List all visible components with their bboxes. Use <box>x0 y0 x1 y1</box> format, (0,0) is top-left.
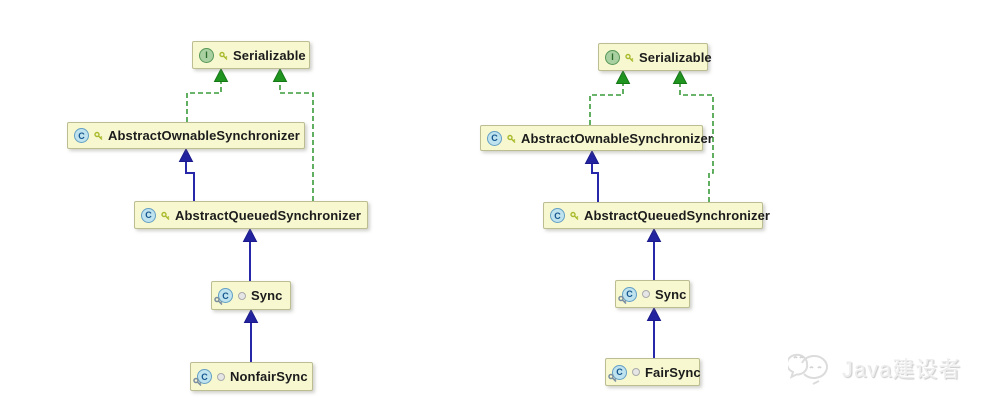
public-modifier-icon <box>94 131 103 140</box>
node-label: Serializable <box>233 47 306 63</box>
watermark-text: Java建设者 <box>842 357 962 382</box>
extends-arrowhead-icon <box>242 227 258 242</box>
class-node-abstract-ownable-synchronizer-left[interactable]: C AbstractOwnableSynchronizer <box>67 122 305 149</box>
interface-node-serializable-left[interactable]: I Serializable <box>192 41 310 69</box>
node-label: FairSync <box>645 364 701 380</box>
class-icon: C <box>74 128 89 143</box>
public-modifier-icon <box>625 53 634 62</box>
key-overlay-icon <box>608 373 617 382</box>
package-private-icon <box>238 291 246 300</box>
class-node-abstract-queued-synchronizer-left[interactable]: C AbstractQueuedSynchronizer <box>134 201 368 229</box>
class-node-fair-sync-right[interactable]: C FairSync <box>605 358 701 386</box>
nested-class-icon: C <box>618 286 637 304</box>
node-label: AbstractQueuedSynchronizer <box>175 207 362 223</box>
extends-edge <box>185 161 195 201</box>
implements-edge <box>279 81 314 201</box>
node-label: AbstractOwnableSynchronizer <box>108 128 300 143</box>
class-icon: C <box>141 207 156 223</box>
implements-arrowhead-icon <box>672 69 688 84</box>
class-node-nonfair-sync-left[interactable]: C NonfairSync <box>190 362 313 391</box>
class-node-abstract-queued-synchronizer-right[interactable]: C AbstractQueuedSynchronizer <box>543 202 770 229</box>
public-modifier-icon <box>161 211 170 220</box>
package-private-icon <box>217 372 225 381</box>
node-label: Serializable <box>639 49 712 65</box>
interface-icon: I <box>199 47 214 63</box>
extends-arrowhead-icon <box>243 308 259 323</box>
extends-arrowhead-icon <box>646 227 662 242</box>
nested-class-icon: C <box>608 364 627 382</box>
node-label: AbstractOwnableSynchronizer <box>521 130 713 146</box>
node-label: Sync <box>655 286 687 302</box>
implements-edge <box>589 83 624 125</box>
public-modifier-icon <box>570 211 579 220</box>
watermark: Java建设者 <box>788 348 961 388</box>
nested-class-icon: C <box>193 369 212 386</box>
extends-arrowhead-icon <box>584 149 600 164</box>
extends-edge <box>591 163 599 202</box>
package-private-icon <box>632 368 640 376</box>
interface-icon: I <box>605 49 620 65</box>
implements-edge <box>186 81 222 122</box>
nested-class-icon: C <box>214 288 233 305</box>
public-modifier-icon <box>507 134 516 143</box>
key-overlay-icon <box>193 377 202 386</box>
node-label: NonfairSync <box>230 369 308 384</box>
extends-arrowhead-icon <box>178 147 194 162</box>
implements-arrowhead-icon <box>272 67 288 82</box>
class-node-sync-right[interactable]: C Sync <box>615 280 690 308</box>
class-icon: C <box>550 208 565 223</box>
node-label: Sync <box>251 288 283 303</box>
class-node-sync-left[interactable]: C Sync <box>211 281 291 310</box>
public-modifier-icon <box>219 51 228 60</box>
wechat-icon <box>788 353 828 385</box>
key-overlay-icon <box>214 296 223 305</box>
package-private-icon <box>642 290 650 298</box>
interface-node-serializable-right[interactable]: I Serializable <box>598 43 712 71</box>
extends-arrowhead-icon <box>646 306 662 321</box>
node-label: AbstractQueuedSynchronizer <box>584 208 771 223</box>
class-icon: C <box>487 130 502 146</box>
key-overlay-icon <box>618 295 627 304</box>
implements-arrowhead-icon <box>213 67 229 82</box>
class-node-abstract-ownable-synchronizer-right[interactable]: C AbstractOwnableSynchronizer <box>480 125 713 151</box>
implements-arrowhead-icon <box>615 69 631 84</box>
implements-edge <box>679 83 714 202</box>
